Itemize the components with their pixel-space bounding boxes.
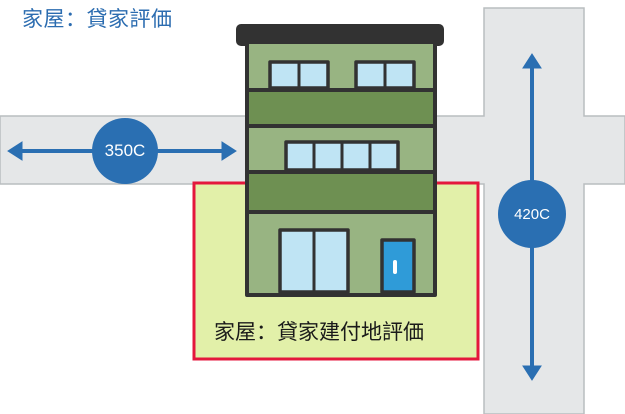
road-price-350c: 350C: [92, 118, 158, 184]
lot-label: 家屋：貸家建付地評価: [214, 320, 424, 344]
band-floor-1: [245, 170, 437, 214]
ground-door: [380, 238, 416, 294]
diagram-title: 家屋：貸家評価: [22, 7, 173, 31]
road-price-420c: 420C: [498, 180, 566, 248]
building: [236, 24, 444, 297]
band-floor-2: [245, 88, 437, 128]
door-handle: [393, 260, 397, 274]
